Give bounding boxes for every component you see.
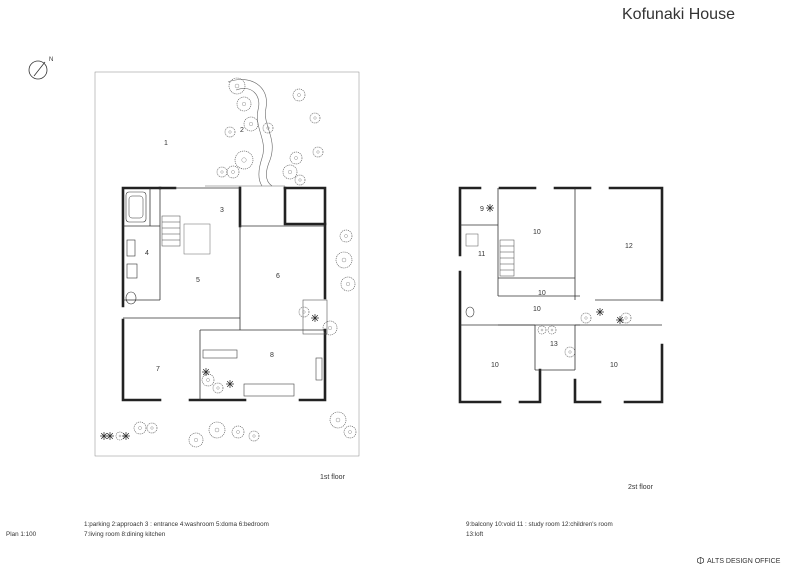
- room-label-10a: 10: [533, 229, 541, 236]
- tree-icon: [208, 421, 226, 439]
- tree-icon: [309, 112, 321, 124]
- room-label-7: 7: [156, 366, 160, 373]
- tree-icon: [231, 425, 245, 439]
- room-label-4: 4: [145, 250, 149, 257]
- room-label-12: 12: [625, 243, 633, 250]
- tree-icon: [537, 325, 547, 335]
- tree-icon: [226, 165, 240, 179]
- tree-icon: [340, 276, 356, 292]
- room-label-3: 3: [220, 207, 224, 214]
- tree-icon: [146, 422, 158, 434]
- tree-icon: [133, 421, 147, 435]
- tree-icon: [322, 320, 338, 336]
- tree-icon: [212, 382, 224, 394]
- tree-icon: [201, 373, 215, 387]
- first-floor-legend: 1:parking 2:approach 3 : entrance 4:wash…: [84, 520, 269, 540]
- office-credit: ALTS DESIGN OFFICE: [697, 557, 780, 565]
- shrub-icon: [486, 204, 494, 212]
- tree-icon: [243, 116, 259, 132]
- room-label-6: 6: [276, 273, 280, 280]
- tree-icon: [248, 430, 260, 442]
- room-label-8: 8: [270, 352, 274, 359]
- tree-icon: [234, 150, 254, 170]
- room-label-10d: 10: [491, 362, 499, 369]
- room-label-11: 11: [478, 251, 485, 258]
- second-floor-legend-line1: 9:balcony 10:void 11 : study room 12:chi…: [466, 521, 613, 528]
- stair-upper: [499, 239, 515, 277]
- shrub-icon: [202, 368, 210, 376]
- shrub-icon: [122, 432, 130, 440]
- room-label-10b: 10: [533, 306, 541, 313]
- toilet: [125, 291, 137, 305]
- office-name: ALTS DESIGN OFFICE: [707, 558, 781, 565]
- shrub-icon: [226, 380, 234, 388]
- shrub-icon: [616, 316, 624, 324]
- tree-icon: [343, 425, 357, 439]
- shrub-icon: [311, 314, 319, 322]
- first-floor-caption: 1st floor: [320, 474, 345, 481]
- tree-icon: [236, 96, 252, 112]
- first-floor-legend-line2: 7:living room 8:dining kitchen: [84, 531, 166, 538]
- tree-icon: [216, 166, 228, 178]
- room-label-5: 5: [196, 277, 200, 284]
- tree-icon: [547, 325, 557, 335]
- stair: [161, 215, 181, 247]
- tree-icon: [620, 312, 632, 324]
- second-floor-legend-line2: 13:loft: [466, 531, 484, 538]
- tree-icon: [188, 432, 204, 448]
- bathtub: [125, 191, 147, 223]
- room-label-10e: 10: [610, 362, 618, 369]
- first-floor-legend-line1: 1:parking 2:approach 3 : entrance 4:wash…: [84, 521, 269, 528]
- second-floor-legend: 9:balcony 10:void 11 : study room 12:chi…: [466, 520, 613, 540]
- north-label: N: [49, 57, 53, 63]
- shrub-icon: [596, 308, 604, 316]
- washbasin: [126, 263, 138, 279]
- landscaping: [100, 77, 632, 448]
- tree-icon: [312, 146, 324, 158]
- tree-icon: [329, 411, 347, 429]
- drawing-title: Kofunaki House: [622, 6, 735, 23]
- tree-icon: [224, 126, 236, 138]
- room-label-9: 9: [480, 206, 484, 213]
- scale-note: Plan 1:100: [6, 531, 37, 538]
- room-label-13: 13: [550, 341, 558, 348]
- tree-icon: [292, 88, 306, 102]
- shrub-icon: [100, 432, 108, 440]
- second-floor-plan: 9 10 10 11 12 10 13 10 10: [458, 186, 664, 404]
- north-arrow-icon: N: [28, 57, 53, 80]
- tree-icon: [335, 251, 353, 269]
- tree-icon: [564, 346, 576, 358]
- site-boundary: [94, 71, 360, 457]
- tree-icon: [298, 306, 310, 318]
- tree-icon: [262, 122, 274, 134]
- room-label-1: 1: [164, 140, 168, 147]
- room-label-10c: 10: [538, 290, 546, 297]
- tree-icon: [339, 229, 353, 243]
- tree-icon: [282, 164, 298, 180]
- tree-icon: [294, 174, 306, 186]
- tree-icon: [289, 151, 303, 165]
- tree-icon: [580, 312, 592, 324]
- tree-icon: [228, 77, 246, 95]
- first-floor-plan: 1 2 3 4 5 6 7 8: [94, 71, 360, 457]
- room-label-2: 2: [240, 127, 244, 134]
- second-floor-caption: 2st floor: [628, 484, 653, 491]
- office-logo-icon: [697, 557, 704, 564]
